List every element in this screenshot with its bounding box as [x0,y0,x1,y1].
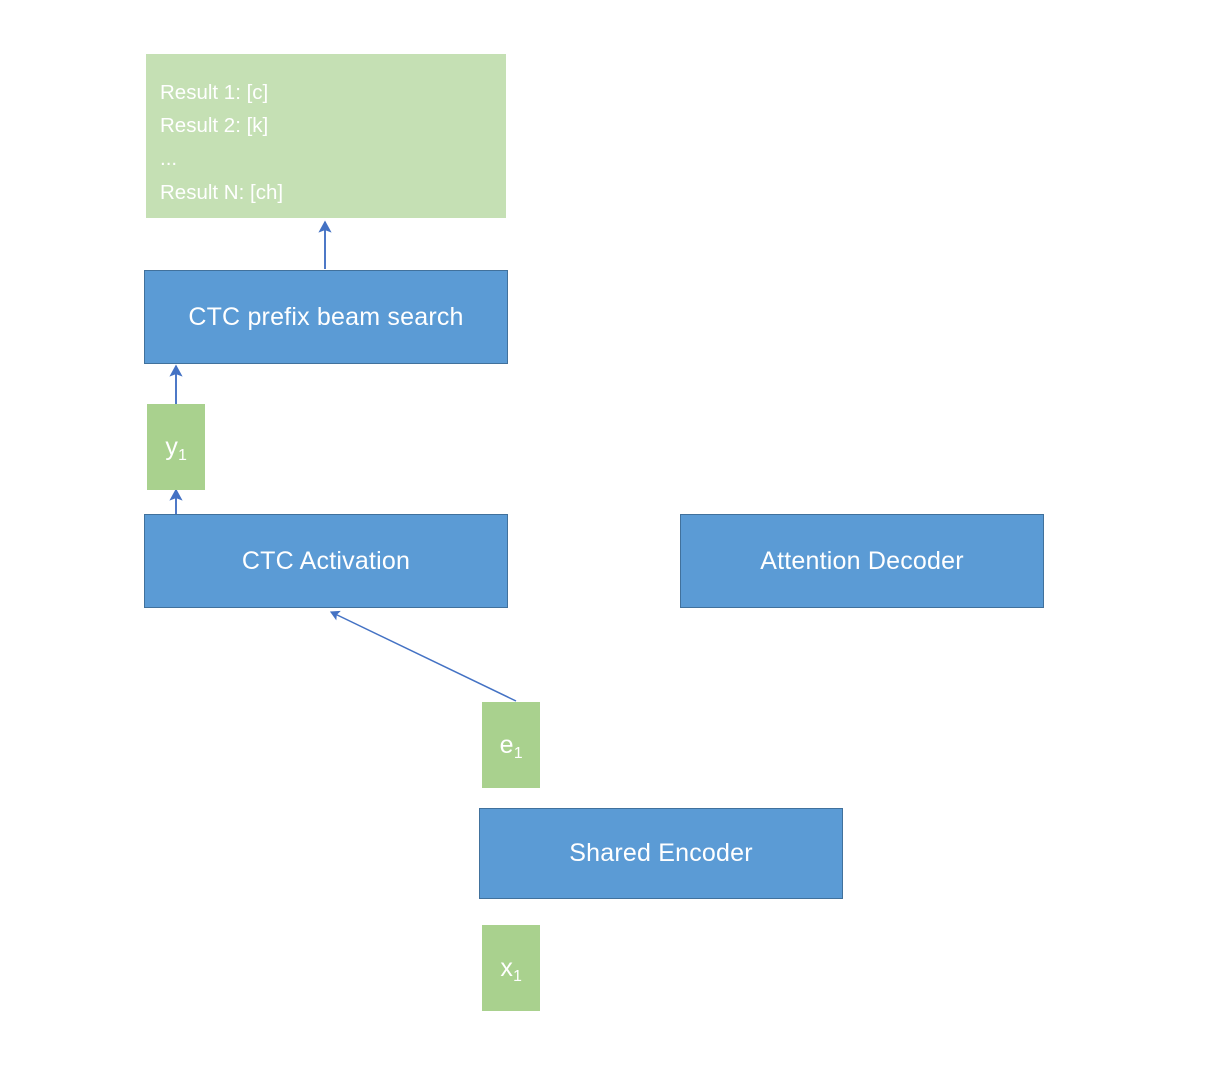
node-x1-subscript: 1 [513,967,522,985]
result-line-ellipsis: ... [160,147,178,171]
node-e1-base: e [499,730,514,759]
node-attention-decoder-label: Attention Decoder [760,546,964,575]
result-line-n: Result N: [ch] [160,180,284,204]
result-line-1: Result 1: [c] [160,81,269,104]
node-x1-label: x1 [500,953,522,985]
node-e1[interactable]: e1 [482,702,540,788]
node-y1[interactable]: y1 [147,404,205,490]
node-ctc-prefix-beam-search[interactable]: CTC prefix beam search [144,270,508,364]
node-e1-subscript: 1 [513,744,523,762]
edge-e1-to-ctc-activation [329,610,517,702]
node-shared-encoder[interactable]: Shared Encoder [479,808,843,899]
results-box: Result 1: [c] Result 2: [k] ... Result N… [146,54,506,218]
node-ctc-prefix-beam-search-label: CTC prefix beam search [188,302,464,331]
node-ctc-activation[interactable]: CTC Activation [144,514,508,608]
node-e1-label: e1 [499,730,523,762]
node-y1-label: y1 [165,432,187,464]
result-line-2: Result 2: [k] [160,114,269,138]
node-attention-decoder[interactable]: Attention Decoder [680,514,1044,608]
node-x1[interactable]: x1 [482,925,540,1011]
node-shared-encoder-label: Shared Encoder [569,839,753,867]
node-y1-subscript: 1 [178,446,187,464]
node-x1-base: x [500,953,513,982]
node-ctc-activation-label: CTC Activation [241,546,411,575]
node-y1-base: y [165,432,178,461]
